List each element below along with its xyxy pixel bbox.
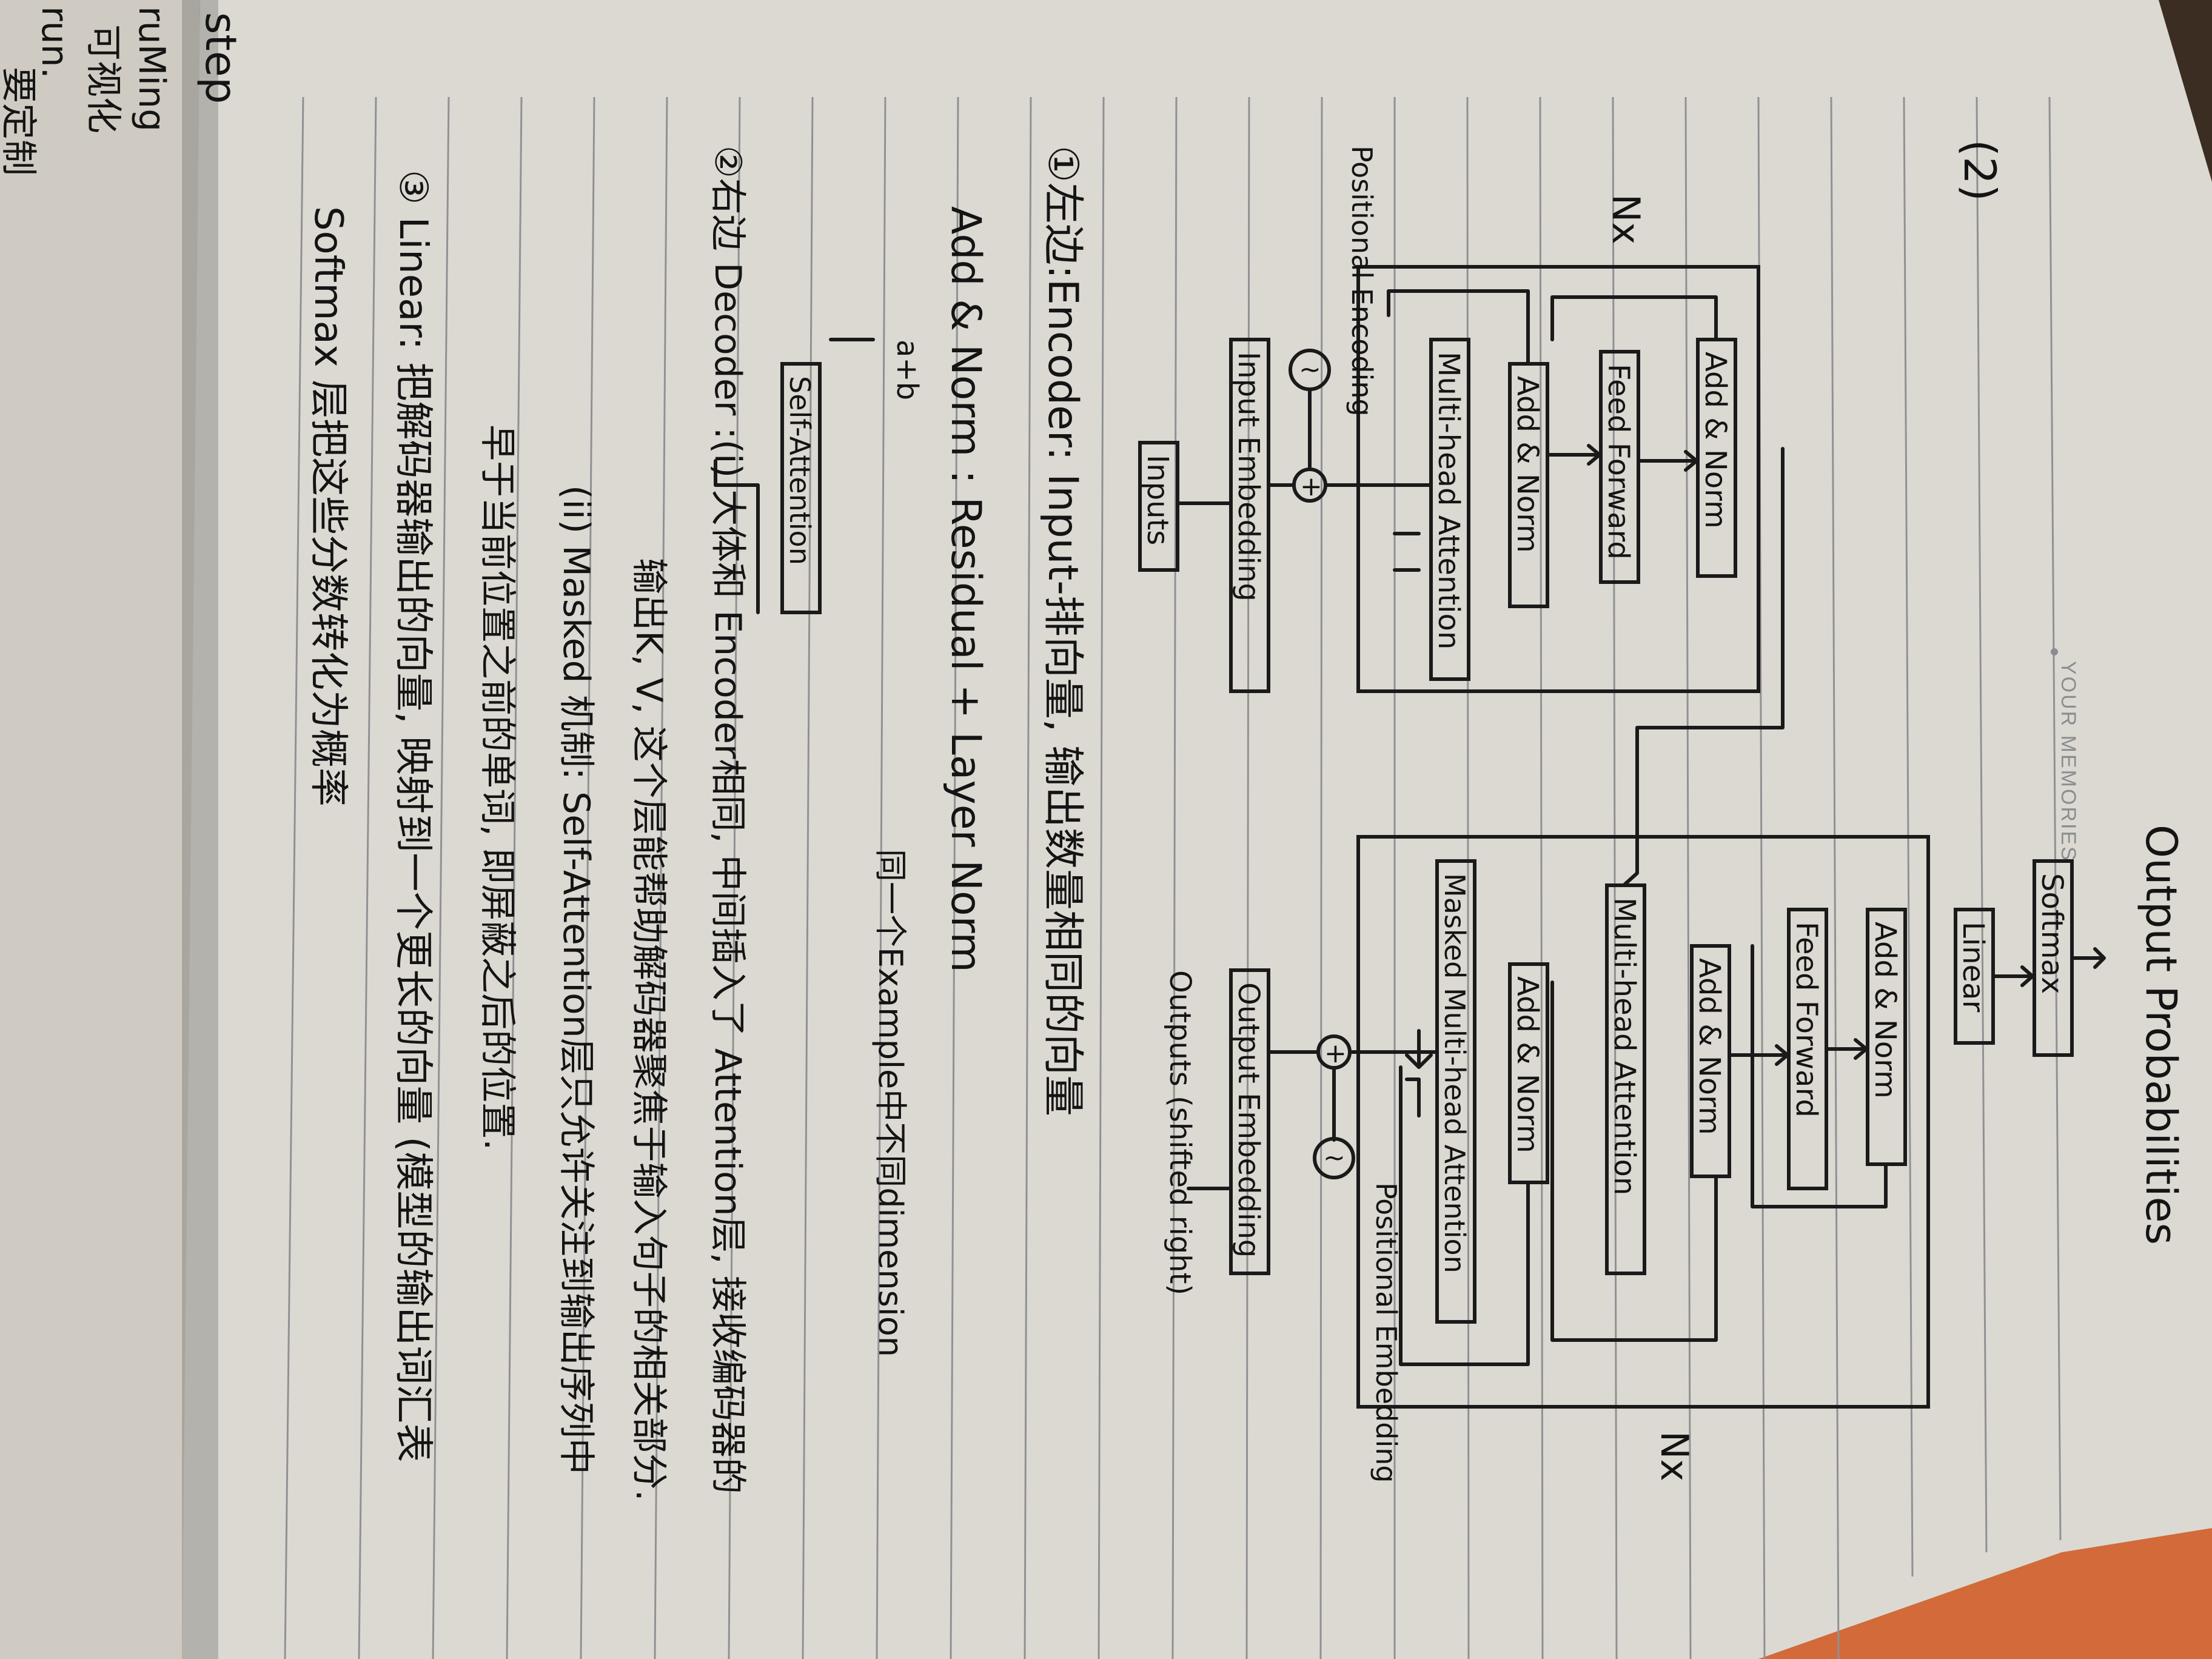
output-embedding-label: Output Embedding: [1232, 982, 1265, 1258]
residual-connector: [1638, 450, 1698, 472]
decoder-repeat-label: Nx: [1652, 1431, 1697, 1481]
decoder-add-norm-1-label: Add & Norm: [1868, 922, 1902, 1099]
attention-inputs: [1405, 1029, 1433, 1069]
attention-inputs: [1405, 1078, 1421, 1118]
page-corner-fold: [1758, 1528, 2212, 1659]
residual-formula: a+b: [890, 340, 924, 400]
residual-connector: [1751, 944, 1888, 1208]
encoder-feed-forward: [1599, 350, 1640, 584]
transformer-diagram: Output Probabilities Softmax Linear Nx A…: [1138, 146, 2186, 1483]
linear-note: ③ Linear: 把解码器输出的向量, 映射到一个更长的向量 (模型的输出词汇…: [390, 170, 435, 1462]
encoder-feed-forward-label: Feed Forward: [1601, 364, 1635, 560]
self-attention-box: [780, 362, 822, 614]
residual-connector: [1387, 289, 1530, 364]
residual-connector: [1826, 1038, 1868, 1060]
decoder-note-2: 输出K, V, 这个层能帮助解码器聚焦于输入句子的相关部分.: [628, 558, 670, 1501]
residual-connector: [1550, 295, 1718, 341]
decoder-wave-symbol: ~: [1323, 1142, 1346, 1173]
decoder-add-norm-3-label: Add & Norm: [1510, 976, 1544, 1153]
decoder-note-3: (ii) Masked 机制: Self-Attention层只允许关注到输出序…: [555, 485, 597, 1475]
encoder-add-symbol: +: [1300, 471, 1322, 502]
output-probabilities-label: Output Probabilities: [2136, 825, 2186, 1245]
decoder-note-1: ②右边 Decoder :(i) 大体和 Encoder相同, 中间插入了 At…: [706, 146, 749, 1494]
encoder-positional-label: Positional Encoding: [1346, 146, 1378, 417]
encoder-multi-head-attention-label: Multi-head Attention: [1432, 352, 1466, 649]
left-page-edge: [0, 0, 200, 1659]
softmax-label: Softmax: [2035, 873, 2069, 994]
residual-connector: [1399, 1065, 1530, 1366]
ruled-lines: [284, 96, 2062, 1659]
input-embedding-label: Input Embedding: [1232, 352, 1265, 602]
output-embedding-box: [1229, 968, 1270, 1275]
encoder-multi-head-attention: [1429, 338, 1470, 681]
decoder-add-symbol: +: [1324, 1038, 1347, 1069]
decoder-multi-head-attention-label: Multi-head Attention: [1607, 897, 1641, 1195]
notebook-page: [182, 0, 2212, 1659]
softmax-note: Softmax 层把这些分数转化为概率: [306, 206, 350, 806]
section-number: (2): [1954, 139, 2005, 201]
residual-sketch: [714, 338, 875, 614]
decoder-inputs-label: Outputs (shifted right): [1163, 970, 1197, 1295]
margin-note: step: [196, 12, 246, 104]
decoder-note-4: 早于当前位置之前的单词, 即屏蔽之后的位置.: [476, 424, 518, 1150]
self-attention-label: Self-Attention: [783, 376, 816, 565]
encoder-wave-symbol: ~: [1299, 354, 1321, 385]
decoder-add-norm-2: [1690, 944, 1731, 1178]
inputs-label: Inputs: [1141, 455, 1175, 545]
encoder-add-norm-1-label: Add & Norm: [1698, 352, 1732, 529]
encoder-repeat-label: Nx: [1604, 194, 1648, 244]
margin-notes: step ruMing 可视化 run. 要定制: [0, 6, 246, 176]
encoder-stack-frame: [1356, 265, 1760, 693]
margin-note: run.: [33, 6, 76, 79]
residual-connector: [1547, 444, 1601, 466]
add-norm-note: Add & Norm : Residual + Layer Norm: [942, 206, 990, 973]
decoder-feed-forward-label: Feed Forward: [1789, 922, 1823, 1118]
residual-connector: [1729, 1044, 1789, 1066]
residual-connector: [1550, 980, 1718, 1342]
decoder-positional-label: Positional Embedding: [1370, 1182, 1403, 1483]
binding-shadow: [182, 0, 218, 1659]
brand-mark: YOUR MEMORIES: [2057, 661, 2080, 862]
decoder-masked-attention: [1435, 859, 1476, 1324]
inputs-box: [1138, 441, 1179, 572]
margin-note: 可视化: [82, 24, 124, 133]
input-embedding-box: [1229, 338, 1270, 693]
arrow: [2072, 947, 2106, 969]
linear-label: Linear: [1956, 922, 1990, 1012]
layer-norm-note: 同一个Example中不同dimension: [871, 849, 910, 1357]
decoder-stack-frame: [1356, 835, 1930, 1409]
brand-dot: [2051, 648, 2058, 655]
margin-note: 要定制: [0, 67, 39, 176]
notes-section: ①左边:Encoder: Input-排向量, 输出数量相同的向量 Add & …: [306, 146, 1087, 1501]
encoder-add-norm-2-label: Add & Norm: [1510, 376, 1544, 553]
arrow: [1993, 965, 2034, 987]
encoder-note: ①左边:Encoder: Input-排向量, 输出数量相同的向量: [1039, 146, 1087, 1116]
decoder-add-norm-2-label: Add & Norm: [1692, 958, 1726, 1135]
margin-note: ruMing: [130, 6, 173, 132]
decoder-masked-attention-label: Masked Multi-head Attention: [1438, 873, 1471, 1273]
encoder-to-decoder-connector: [1623, 447, 1785, 886]
